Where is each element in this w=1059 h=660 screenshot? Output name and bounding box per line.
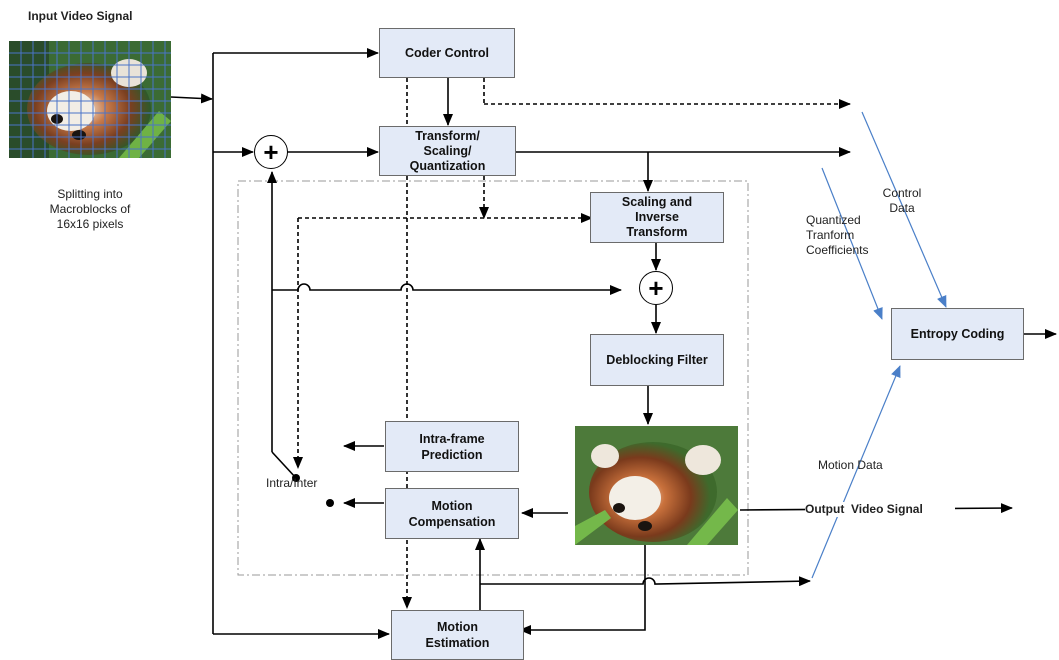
- intra-prediction-label-1: Intra-frame: [419, 431, 485, 446]
- entropy-coding-block: Entropy Coding: [891, 308, 1024, 360]
- control-data-arrow: [861, 111, 947, 308]
- transform-block: Transform/ Scaling/ Quantization: [379, 126, 516, 176]
- motion-compensation-block: Motion Compensation: [385, 488, 519, 539]
- coder-control-label: Coder Control: [404, 46, 490, 60]
- intra-inter-label: Intra/Inter: [266, 476, 318, 490]
- intra-prediction-block: Intra-frame Prediction: [385, 421, 519, 472]
- transform-label-3: Quantization: [409, 158, 486, 173]
- deblocking-label: Deblocking Filter: [606, 353, 708, 367]
- motion-estimation-label-2: Estimation: [425, 636, 490, 650]
- input-line: [170, 93, 213, 104]
- control-data-line-2: Data: [889, 201, 915, 215]
- scaling-inverse-label-2: Inverse: [635, 210, 679, 224]
- quantized-line-2: Tranform: [806, 228, 855, 242]
- motion-estimation-label-1: Motion: [437, 620, 478, 634]
- deblocking-block: Deblocking Filter: [590, 334, 724, 386]
- input-title: Input Video Signal: [28, 9, 133, 23]
- sum-symbol-reconstruct: +: [648, 273, 664, 303]
- transform-label-1: Transform/: [415, 128, 480, 143]
- entropy-coding-label: Entropy Coding: [910, 327, 1005, 341]
- scaling-inverse-label-3: Transform: [626, 225, 688, 239]
- scaling-inverse-label-1: Scaling and: [621, 195, 693, 209]
- output-video-label: Output Video Signal: [805, 502, 955, 517]
- quantized-line-3: Coefficients: [806, 243, 869, 257]
- sum-symbol-input: +: [263, 137, 279, 167]
- motion-data-arrow: [811, 365, 901, 579]
- quantized-label: Quantized Tranform Coefficients: [806, 213, 896, 258]
- switch-node: [292, 474, 300, 482]
- sum-node-input: +: [254, 135, 288, 169]
- motion-compensation-label-1: Motion: [431, 498, 473, 513]
- input-video-image: [9, 41, 171, 158]
- coder-control-block: Coder Control: [379, 28, 515, 78]
- split-line-3: 16x16 pixels: [56, 217, 124, 231]
- transform-label-2: Scaling/: [423, 143, 472, 158]
- control-data-line-1: Control: [882, 186, 922, 200]
- switch-terminal: [326, 499, 334, 507]
- quantized-arrow: [821, 167, 883, 320]
- sum-node-reconstruct: +: [639, 271, 673, 305]
- split-caption: Splitting into Macroblocks of 16x16 pixe…: [30, 187, 150, 232]
- decoded-frame-image: [575, 426, 738, 545]
- control-data-label: Control Data: [862, 186, 942, 216]
- scaling-inverse-block: Scaling and Inverse Transform: [590, 192, 724, 243]
- motion-compensation-label-2: Compensation: [408, 514, 496, 529]
- motion-estimation-block: Motion Estimation: [391, 610, 524, 660]
- motion-data-label: Motion Data: [818, 458, 883, 472]
- motion-data-line: [480, 576, 811, 587]
- intra-prediction-label-2: Prediction: [421, 447, 483, 462]
- switch-arm: [271, 451, 297, 479]
- frame-to-me: [519, 545, 646, 635]
- quantized-line-1: Quantized: [806, 213, 861, 227]
- feedback-horizontal: [272, 283, 622, 295]
- decoder-loop-region: [237, 180, 749, 576]
- split-line-2: Macroblocks of: [49, 202, 131, 216]
- split-line-1: Splitting into: [57, 187, 123, 201]
